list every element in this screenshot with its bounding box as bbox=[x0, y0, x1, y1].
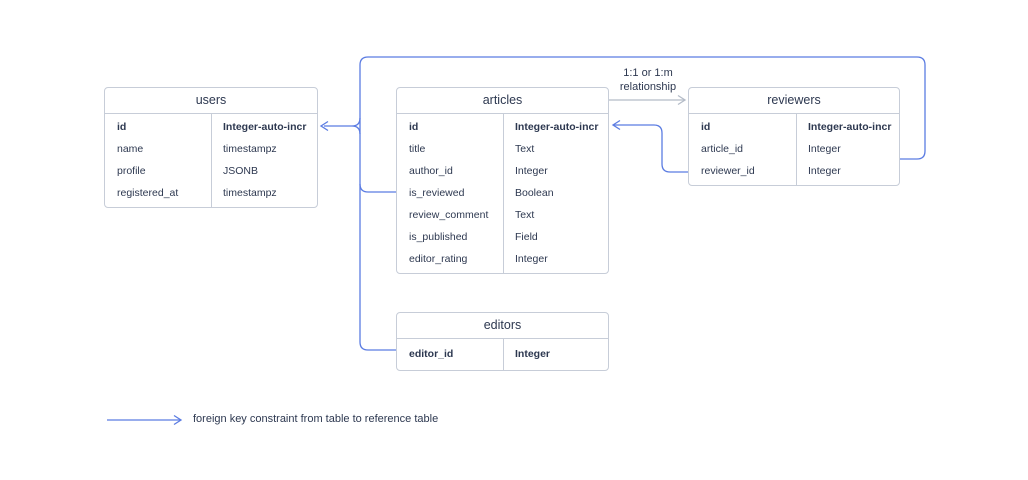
field-name: id bbox=[701, 121, 711, 133]
field-name: is_reviewed bbox=[409, 187, 465, 199]
table-row-article_id: article_id Integer bbox=[689, 138, 899, 160]
field-name: is_published bbox=[409, 231, 468, 243]
field-type: JSONB bbox=[223, 165, 259, 177]
table-title: editors bbox=[483, 318, 522, 332]
field-name: reviewer_id bbox=[701, 165, 755, 177]
field-type: Integer-auto-incr bbox=[515, 121, 599, 133]
table-title: reviewers bbox=[767, 93, 821, 107]
field-name: name bbox=[117, 143, 144, 155]
relationship-label-line2: relationship bbox=[619, 81, 677, 93]
table-row-editor_id: editor_id Integer bbox=[397, 341, 608, 367]
field-name: editor_id bbox=[409, 348, 454, 360]
table-row-author_id: author_id Integer bbox=[397, 160, 608, 182]
table-header-users[interactable]: users bbox=[105, 88, 317, 114]
field-type: Integer bbox=[808, 165, 841, 177]
field-type: Boolean bbox=[515, 187, 554, 199]
field-type: Integer-auto-incr bbox=[808, 121, 892, 133]
fk-line-to-articles-left bbox=[359, 183, 396, 193]
field-type: Integer bbox=[515, 348, 551, 360]
table-row-review_comment: review_comment Text bbox=[397, 204, 608, 226]
field-name: registered_at bbox=[117, 187, 179, 199]
field-name: editor_rating bbox=[409, 253, 468, 265]
table-row-reviewer_id: reviewer_id Integer bbox=[689, 160, 899, 182]
table-row-id: id Integer-auto-incr bbox=[397, 116, 608, 138]
table-row-editor_rating: editor_rating Integer bbox=[397, 248, 608, 270]
table-row-title: title Text bbox=[397, 138, 608, 160]
field-name: title bbox=[409, 143, 426, 155]
field-name: author_id bbox=[409, 165, 453, 177]
column-divider bbox=[211, 114, 212, 207]
field-type: Integer-auto-incr bbox=[223, 121, 307, 133]
column-divider bbox=[503, 114, 504, 273]
field-type: Integer bbox=[515, 165, 548, 177]
table-header-reviewers[interactable]: reviewers bbox=[689, 88, 899, 114]
field-name: profile bbox=[117, 165, 146, 177]
field-type: timestampz bbox=[223, 187, 277, 199]
field-type: Text bbox=[515, 143, 535, 155]
field-type: timestampz bbox=[223, 143, 277, 155]
field-type: Integer bbox=[808, 143, 841, 155]
table-editors[interactable]: editors editor_id Integer bbox=[396, 312, 609, 371]
column-divider bbox=[796, 114, 797, 185]
table-title: articles bbox=[482, 93, 523, 107]
table-users[interactable]: users id Integer-auto-incr name timestampz pr… bbox=[104, 87, 318, 208]
table-title: users bbox=[195, 93, 227, 107]
relationship-arrowhead bbox=[677, 94, 687, 106]
column-divider bbox=[503, 339, 504, 370]
table-row-is_reviewed: is_reviewed Boolean bbox=[397, 182, 608, 204]
table-body: editor_id Integer bbox=[397, 339, 608, 370]
legend-text: foreign key constraint from table to ref… bbox=[193, 413, 439, 425]
table-header-articles[interactable]: articles bbox=[397, 88, 608, 114]
field-name: article_id bbox=[701, 143, 744, 155]
fk-arrowhead-articles bbox=[611, 119, 621, 131]
field-name: id bbox=[409, 121, 419, 133]
field-name: id bbox=[117, 121, 127, 133]
field-type: Text bbox=[515, 209, 535, 221]
fk-line-to-users bbox=[324, 117, 361, 135]
table-row-id: id Integer-auto-incr bbox=[689, 116, 899, 138]
table-row-is_published: is_published Field bbox=[397, 226, 608, 248]
table-row-registered_at: registered_at timestampz bbox=[105, 182, 317, 204]
fk-arrowhead-users bbox=[319, 120, 329, 132]
relationship-label: 1:1 or 1:m relationship bbox=[598, 66, 698, 94]
relationship-label-line1: 1:1 or 1:m bbox=[623, 67, 673, 79]
fk-line-reviewers-to-articles bbox=[614, 124, 688, 173]
field-type: Field bbox=[515, 231, 538, 243]
table-body: id Integer-auto-incr name timestampz profile… bbox=[105, 114, 317, 207]
field-name: review_comment bbox=[409, 209, 489, 221]
table-header-editors[interactable]: editors bbox=[397, 313, 608, 339]
table-row-name: name timestampz bbox=[105, 138, 317, 160]
table-row-profile: profile JSONB bbox=[105, 160, 317, 182]
legend-arrowhead bbox=[173, 414, 183, 426]
field-type: Integer bbox=[515, 253, 548, 265]
table-row-id: id Integer-auto-incr bbox=[105, 116, 317, 138]
